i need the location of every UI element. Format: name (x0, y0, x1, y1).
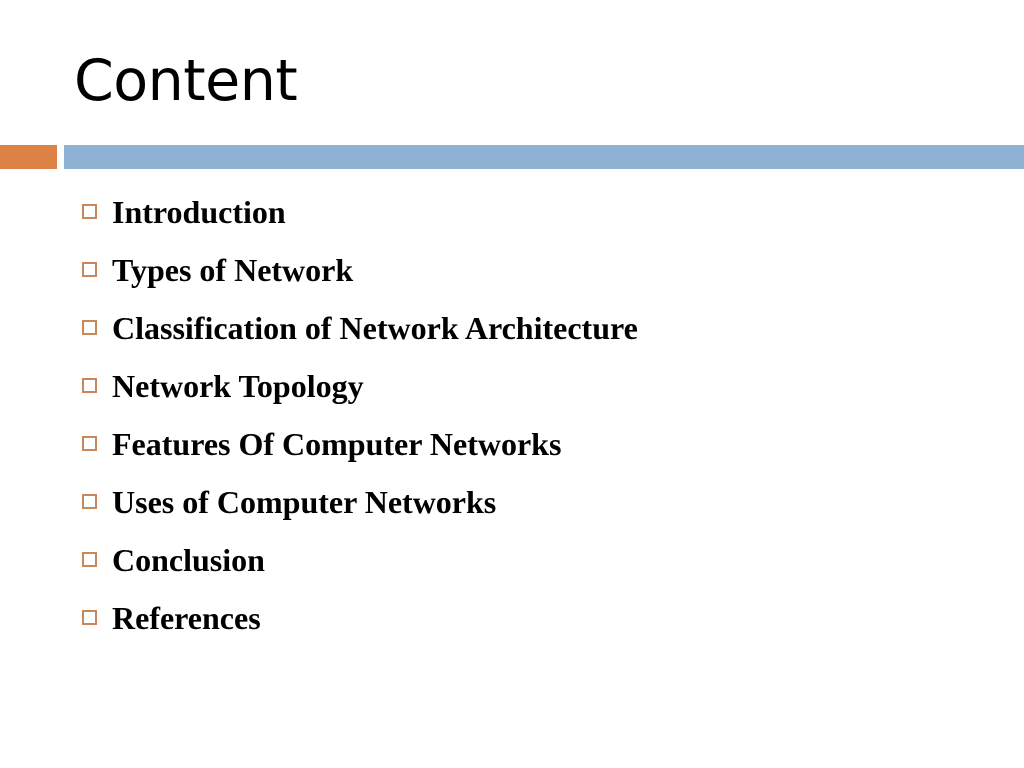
list-item[interactable]: Conclusion (74, 531, 994, 589)
list-item[interactable]: Introduction (74, 183, 994, 241)
list-item[interactable]: Features Of Computer Networks (74, 415, 994, 473)
content-outline-list: Introduction Types of Network Classifica… (74, 183, 994, 647)
list-item-label: Classification of Network Architecture (112, 310, 638, 346)
list-item[interactable]: References (74, 589, 994, 647)
list-item[interactable]: Types of Network (74, 241, 994, 299)
list-item[interactable]: Uses of Computer Networks (74, 473, 994, 531)
title-divider (0, 145, 1024, 169)
divider-bar (64, 145, 1024, 169)
list-item-label: Features Of Computer Networks (112, 426, 562, 462)
list-item[interactable]: Classification of Network Architecture (74, 299, 994, 357)
hollow-square-bullet-icon (82, 552, 97, 567)
hollow-square-bullet-icon (82, 610, 97, 625)
list-item-label: Uses of Computer Networks (112, 484, 497, 520)
divider-accent-block (0, 145, 57, 169)
hollow-square-bullet-icon (82, 436, 97, 451)
list-item-label: Introduction (112, 194, 286, 230)
page-title: Content (74, 48, 298, 114)
list-item-label: Network Topology (112, 368, 364, 404)
hollow-square-bullet-icon (82, 320, 97, 335)
list-item-label: References (112, 600, 261, 636)
list-item-label: Types of Network (112, 252, 354, 288)
hollow-square-bullet-icon (82, 494, 97, 509)
hollow-square-bullet-icon (82, 262, 97, 277)
hollow-square-bullet-icon (82, 204, 97, 219)
list-item-label: Conclusion (112, 542, 265, 578)
hollow-square-bullet-icon (82, 378, 97, 393)
list-item[interactable]: Network Topology (74, 357, 994, 415)
